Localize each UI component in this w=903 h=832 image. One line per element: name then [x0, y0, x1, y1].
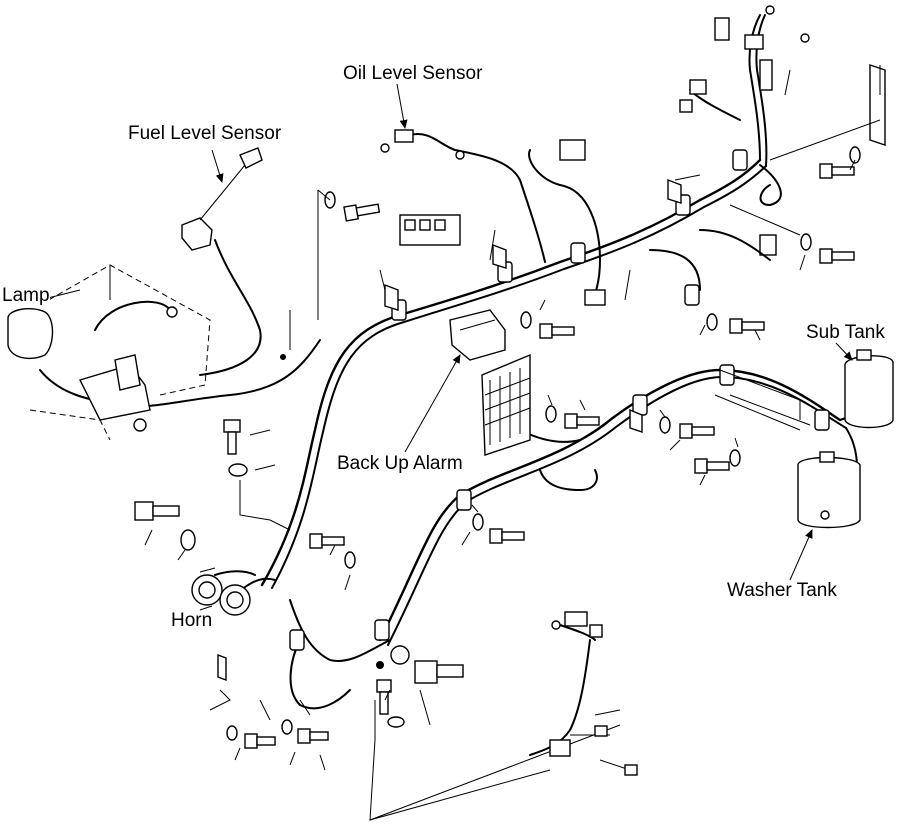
center-connectors	[399, 139, 606, 306]
washers	[180, 146, 861, 741]
back-up-alarm-label: Back Up Alarm	[337, 453, 463, 474]
sub-tank-part	[844, 349, 894, 429]
bolts	[134, 163, 855, 749]
fuel-level-sensor-part	[181, 147, 263, 251]
horn-part	[191, 567, 251, 616]
washer-tank-label: Washer Tank	[727, 580, 837, 601]
label-arrows	[47, 83, 853, 611]
tank-mount-lines	[714, 369, 811, 431]
oil-level-sensor-part	[380, 129, 465, 160]
fuse-block	[481, 353, 531, 456]
leader-lines	[144, 65, 881, 821]
upper-connectors	[679, 5, 810, 261]
main-harness	[39, 14, 880, 756]
harness-clamps	[289, 149, 830, 651]
lamp-part	[7, 264, 211, 441]
brackets	[217, 64, 886, 682]
oil-level-sensor-label: Oil Level Sensor	[343, 63, 483, 84]
lower-connectors	[549, 611, 638, 776]
washer-tank-part	[797, 451, 861, 529]
fuel-level-sensor-label: Fuel Level Sensor	[128, 123, 282, 144]
horn-label: Horn	[171, 610, 213, 631]
lamp-label: Lamp	[2, 285, 50, 306]
sub-tank-label: Sub Tank	[806, 322, 885, 343]
back-up-alarm-part	[449, 309, 506, 361]
